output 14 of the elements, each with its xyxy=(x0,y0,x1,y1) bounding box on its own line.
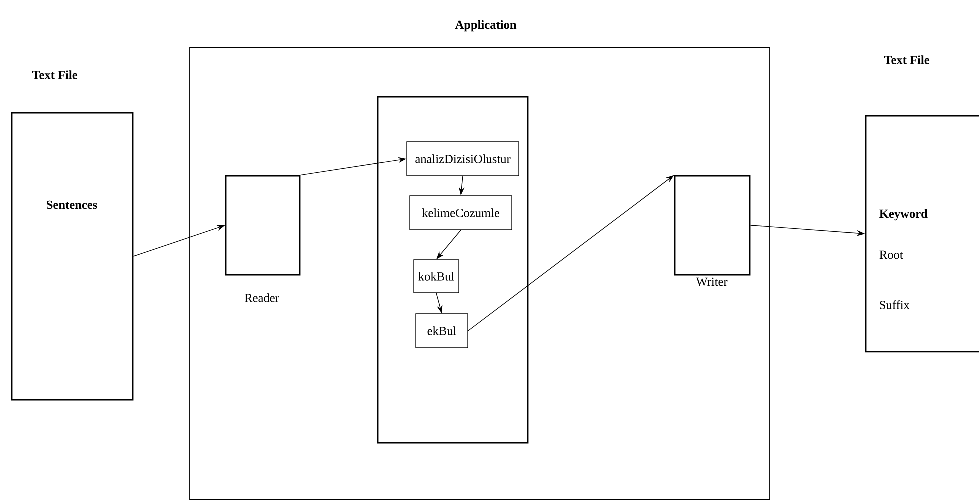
content-label: Root xyxy=(880,250,904,260)
method-box: ekBul xyxy=(416,314,468,348)
content-label: Sentences xyxy=(47,200,98,210)
content-label: Keyword xyxy=(880,209,928,221)
box-label: Reader xyxy=(244,294,280,302)
heading: Text File xyxy=(32,70,78,80)
method-box: analizDizisiOlustur xyxy=(406,142,520,176)
heading: Text File xyxy=(884,56,930,64)
content-label: Suffix xyxy=(880,300,910,310)
method-box: kelimeCozumle xyxy=(410,196,512,230)
box-label: Writer xyxy=(696,278,728,286)
heading: Application xyxy=(455,20,517,32)
method-box: kokBul xyxy=(414,260,460,294)
module-box xyxy=(377,96,529,444)
